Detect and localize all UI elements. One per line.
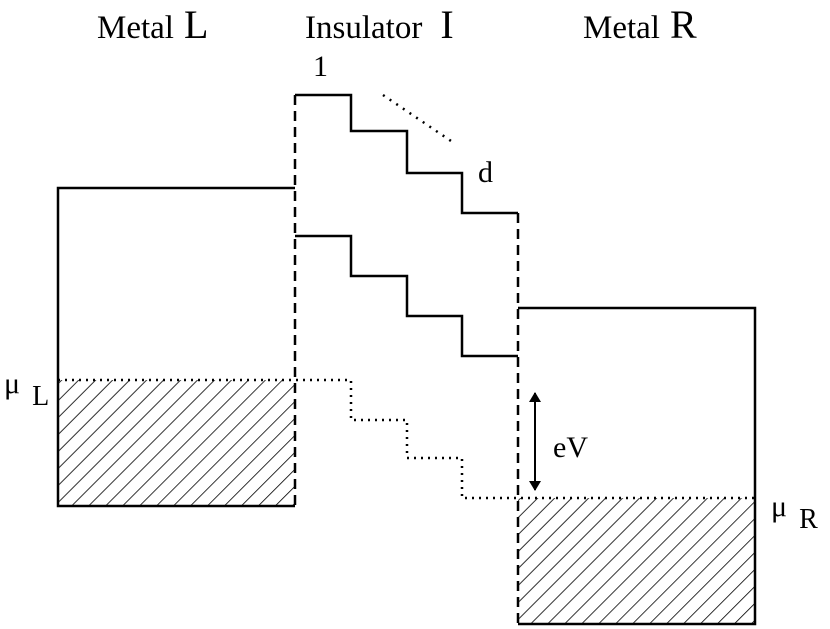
metal-right-box [518, 306, 757, 626]
insulator-lower-band-steps [295, 234, 518, 358]
layer-label-first: 1 [313, 50, 328, 83]
metal-left-filled-states [58, 380, 295, 506]
bias-label: eV [553, 431, 588, 464]
insulator-upper-band-steps [295, 93, 518, 215]
continuation-dots [382, 93, 452, 143]
chemical-potential-dotted-steps [58, 378, 755, 500]
metal-right-filled-states [518, 498, 755, 624]
metal-left-box [56, 186, 295, 508]
layer-label-last: d [478, 156, 493, 189]
